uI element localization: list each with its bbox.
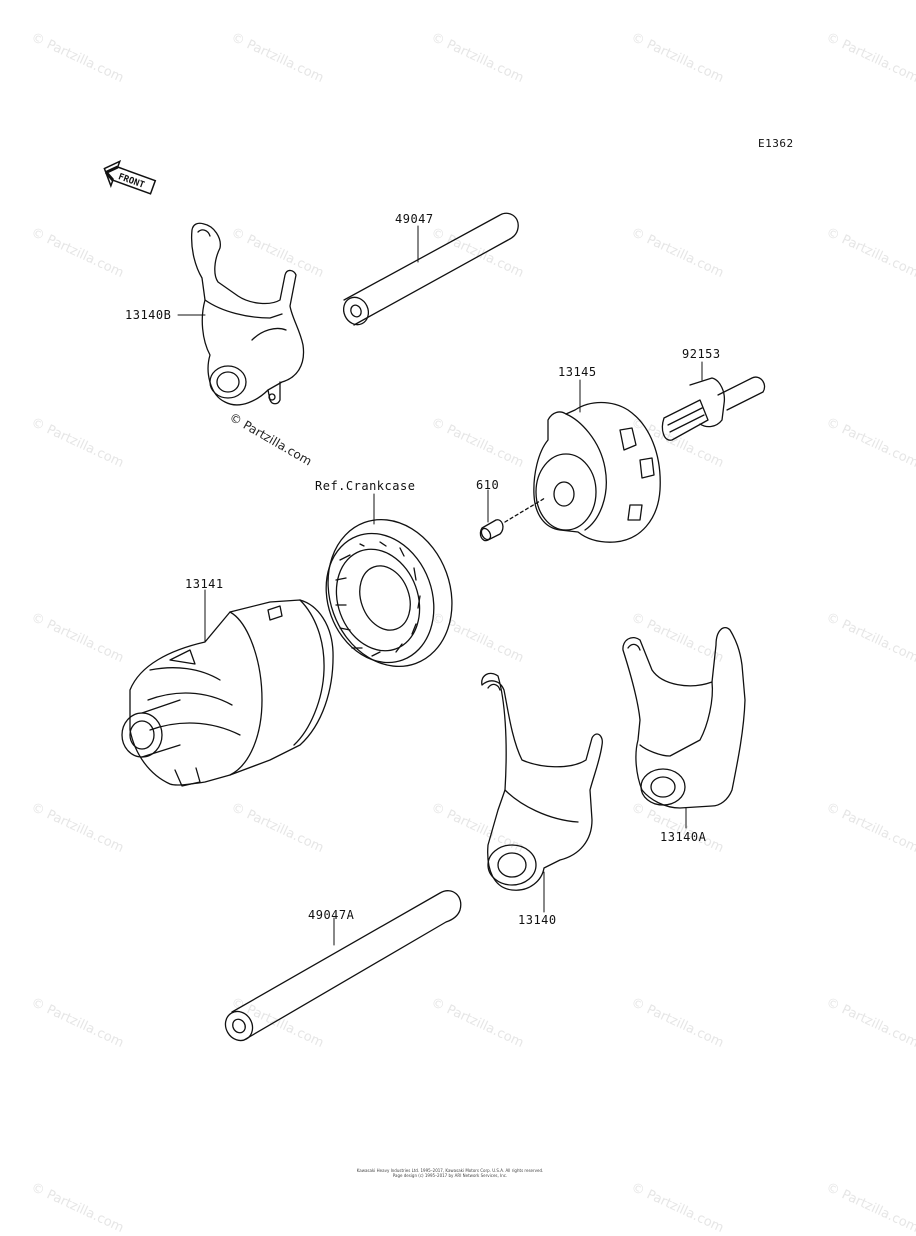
shaft-49047a[interactable]	[220, 890, 462, 1046]
copyright-footer: Kawasaki Heavy Industries Ltd. 1995–2017…	[320, 1168, 580, 1178]
shift-fork-13140[interactable]	[481, 672, 603, 891]
part-label-13141[interactable]: 13141	[185, 577, 224, 591]
copyright-line-2: Page design (c) 1995–2017 by ARI Network…	[392, 1173, 508, 1178]
shift-fork-13140a[interactable]	[622, 627, 746, 809]
bolt-92153[interactable]	[661, 376, 766, 441]
part-label-13145[interactable]: 13145	[558, 365, 597, 379]
copyright-line-1: Kawasaki Heavy Industries Ltd. 1995–2017…	[356, 1168, 544, 1173]
part-label-13140b[interactable]: 13140B	[125, 308, 172, 322]
front-direction-arrow: FRONT	[100, 159, 160, 200]
bearing-ref-crankcase	[325, 518, 453, 668]
part-label-610[interactable]: 610	[476, 478, 500, 492]
shift-cam-13145[interactable]	[533, 401, 661, 543]
shaft-49047[interactable]	[339, 212, 519, 329]
part-label-13140a[interactable]: 13140A	[660, 830, 707, 844]
front-arrow-icon: FRONT	[103, 159, 157, 195]
part-label-92153[interactable]: 92153	[682, 347, 721, 361]
pin-610[interactable]	[479, 497, 546, 542]
shift-fork-13140b[interactable]	[190, 222, 305, 406]
part-label-ref-crankcase: Ref.Crankcase	[315, 479, 416, 493]
part-label-13140[interactable]: 13140	[518, 913, 557, 927]
shift-drum-13141[interactable]	[121, 599, 334, 787]
part-label-49047a[interactable]: 49047A	[308, 908, 355, 922]
diagram-id: E1362	[758, 137, 794, 150]
exploded-parts-diagram	[121, 212, 766, 1046]
leader-lines	[177, 225, 703, 946]
part-label-49047[interactable]: 49047	[395, 212, 434, 226]
